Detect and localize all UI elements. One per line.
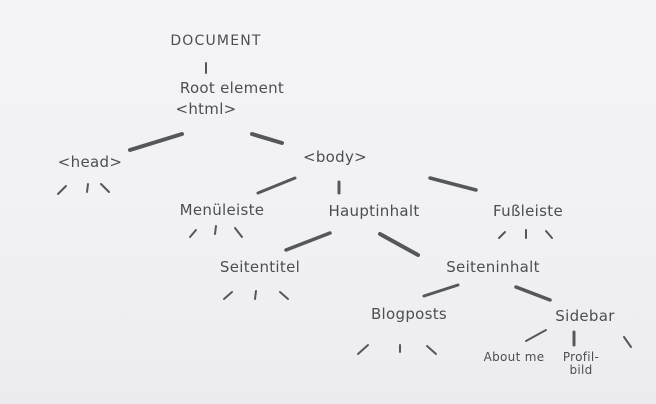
edge-menu-child-2	[214, 225, 217, 235]
node-body: <body>	[302, 148, 368, 166]
node-head: <head>	[57, 153, 123, 171]
edge-fuss-child-3	[545, 230, 553, 239]
edge-blog-child-1	[357, 344, 369, 355]
edge-titel-child-1	[223, 291, 233, 300]
edge-blog-child-3	[426, 345, 437, 355]
node-html: <html>	[175, 100, 237, 118]
edge-head-child-2	[86, 183, 89, 193]
node-seiteninhalt: Seiteninhalt	[446, 258, 540, 276]
node-blogposts: Blogposts	[370, 305, 448, 323]
edge-titel-child-2	[254, 290, 257, 300]
edge-menu-child-3	[234, 227, 243, 238]
node-hauptinhalt: Hauptinhalt	[328, 202, 420, 220]
node-profilbild: Profil-bild	[562, 350, 600, 378]
edge-inhalt-sidebar	[514, 285, 552, 302]
edge-body-fussleiste	[428, 176, 478, 192]
node-root-label: Root element	[179, 79, 285, 97]
node-sidebar: Sidebar	[555, 307, 615, 325]
edge-inhalt-blogposts	[422, 283, 460, 298]
edge-menu-child-1	[189, 229, 197, 238]
edge-body-menuleiste	[256, 176, 297, 195]
edge-sidebar-child-3	[623, 336, 632, 348]
edge-titel-child-3	[279, 291, 289, 300]
edge-html-body	[250, 132, 284, 145]
edge-head-child-3	[100, 183, 110, 193]
node-document: DOCUMENT	[170, 33, 262, 49]
node-fussleiste: Fußleiste	[493, 202, 563, 220]
node-menuleiste: Menüleiste	[179, 201, 265, 219]
edge-haupt-seitentitel	[284, 231, 332, 252]
edge-sidebar-aboutme	[525, 329, 547, 342]
node-about-me: About me	[483, 350, 545, 364]
node-seitentitel: Seitentitel	[219, 258, 301, 276]
edge-fuss-child-1	[498, 231, 506, 239]
edge-haupt-seiteninhalt	[378, 232, 420, 257]
edge-head-child-1	[57, 185, 67, 195]
edge-html-head	[128, 132, 184, 152]
